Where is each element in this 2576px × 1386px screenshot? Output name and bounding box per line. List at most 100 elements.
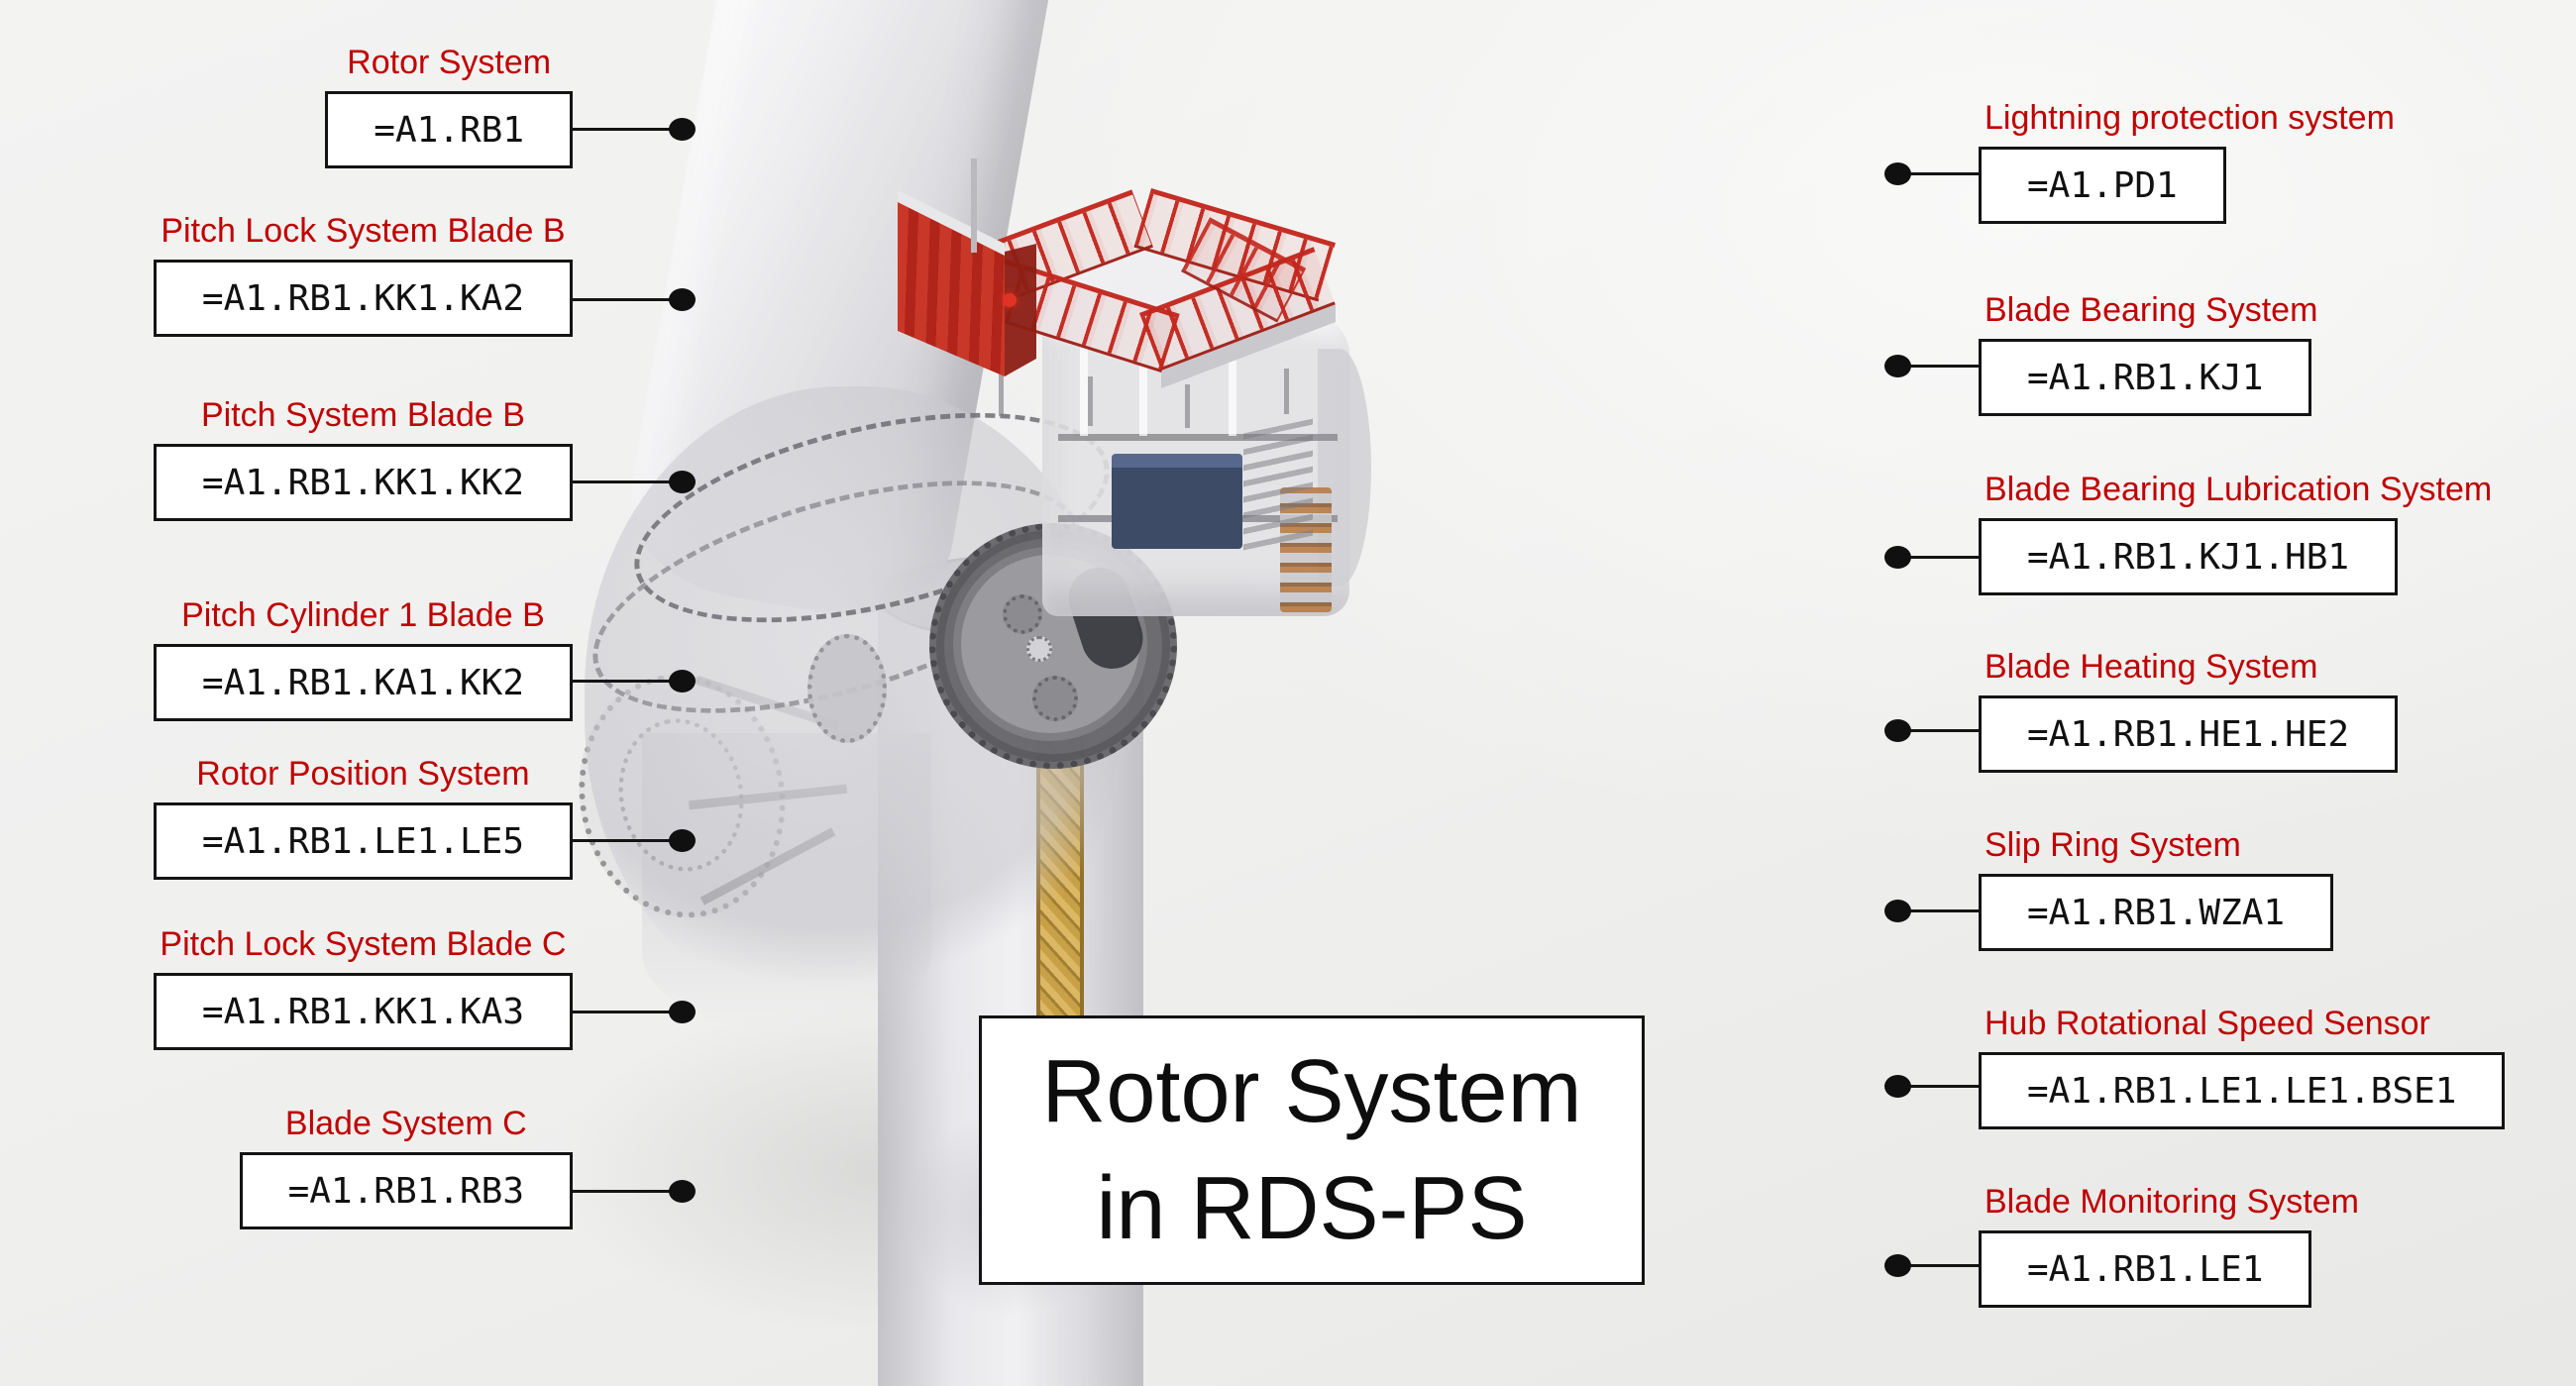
title-line-2: in RDS-PS: [1096, 1159, 1528, 1258]
rds-code-box: =A1.RB1.KJ1: [1979, 339, 2312, 416]
rds-code: =A1.RB1.KK1.KA2: [201, 277, 524, 319]
system-name: Blade Monitoring System: [1985, 1183, 2359, 1221]
diagram-title: Rotor System in RDS-PS: [979, 1015, 1645, 1285]
label-rotor-position-system: Rotor Position System =A1.RB1.LE1.LE5: [153, 755, 573, 880]
equipment-cabinet: [1112, 454, 1242, 549]
system-name: Rotor Position System: [196, 755, 530, 793]
connector-line: [573, 471, 696, 493]
label-blade-bearing-system: Blade Bearing System =A1.RB1.KJ1: [1979, 291, 2317, 416]
system-name: Blade System C: [284, 1105, 527, 1142]
label-lightning-protection: Lightning protection system =A1.PD1: [1979, 99, 2395, 224]
connector-line: [573, 118, 696, 141]
system-name: Pitch Cylinder 1 Blade B: [181, 596, 545, 634]
connector-line: [1884, 1254, 1979, 1277]
label-slip-ring-system: Slip Ring System =A1.RB1.WZA1: [1979, 826, 2334, 951]
connector-line: [1884, 719, 1979, 742]
connector-line: [1884, 162, 1979, 185]
rds-code: =A1.RB1.LE1.LE5: [201, 820, 524, 862]
connector-dot: [1884, 355, 1911, 377]
rds-code-box: =A1.RB1.WZA1: [1979, 874, 2334, 951]
system-name: Pitch System Blade B: [200, 396, 525, 434]
label-hub-rotational-speed-sensor: Hub Rotational Speed Sensor =A1.RB1.LE1.…: [1979, 1005, 2506, 1129]
connector-dot: [669, 829, 696, 852]
connector-dot: [669, 670, 696, 693]
connector-line: [573, 1001, 696, 1023]
rds-code-box: =A1.PD1: [1979, 147, 2226, 224]
center-gear: [1026, 636, 1052, 662]
rds-code: =A1.RB1.LE1: [2027, 1248, 2264, 1290]
connector-line: [1884, 1075, 1979, 1098]
rds-code-box: =A1.RB1: [325, 91, 573, 168]
rds-code-box: =A1.RB1.KA1.KK2: [153, 644, 573, 721]
platform-leg: [999, 365, 1004, 416]
system-name: Blade Bearing Lubrication System: [1985, 471, 2493, 508]
label-rotor-system: Rotor System =A1.RB1: [325, 44, 573, 168]
rds-code-box: =A1.RB1.RB3: [239, 1152, 573, 1229]
connector-dot: [669, 1180, 696, 1203]
rds-code: =A1.RB1.KJ1: [2027, 357, 2264, 398]
connector-dot: [669, 288, 696, 311]
label-blade-monitoring-system: Blade Monitoring System =A1.RB1.LE1: [1979, 1183, 2359, 1308]
warning-beacon: [1003, 293, 1017, 307]
label-blade-heating-system: Blade Heating System =A1.RB1.HE1.HE2: [1979, 648, 2399, 773]
connector-dot: [1884, 719, 1911, 742]
connector-dot: [1884, 1075, 1911, 1098]
rds-code: =A1.RB1.KA1.KK2: [201, 662, 524, 703]
platform-leg: [1185, 384, 1190, 428]
connector-dot: [1884, 162, 1911, 185]
nacelle-frame: [1229, 333, 1236, 436]
system-name: Lightning protection system: [1985, 99, 2395, 137]
rds-code: =A1.RB1.KJ1.HB1: [2027, 536, 2350, 578]
nacelle-deck: [1058, 434, 1338, 441]
connector-line: [1884, 546, 1979, 569]
system-name: Blade Bearing System: [1985, 291, 2318, 329]
sensor-mast: [971, 159, 977, 253]
hub-small-flange: [807, 634, 887, 743]
connector-line: [573, 1180, 696, 1203]
rds-code: =A1.RB1.KK1.KK2: [201, 462, 524, 503]
connector-dot: [1884, 1254, 1911, 1277]
connector-dot: [1884, 546, 1911, 569]
pitch-gear: [1003, 594, 1042, 634]
platform-leg: [1284, 369, 1289, 414]
connector-dot: [669, 118, 696, 141]
system-name: Rotor System: [347, 44, 552, 81]
rds-code-box: =A1.RB1.KJ1.HB1: [1979, 518, 2399, 595]
system-name: Slip Ring System: [1985, 826, 2241, 864]
nacelle-frame: [1080, 337, 1088, 436]
rds-code-box: =A1.RB1.KK1.KK2: [153, 444, 573, 521]
system-name: Pitch Lock System Blade B: [161, 212, 566, 250]
system-name: Hub Rotational Speed Sensor: [1985, 1005, 2430, 1042]
label-pitch-lock-blade-c: Pitch Lock System Blade C =A1.RB1.KK1.KA…: [153, 925, 573, 1050]
system-name: Pitch Lock System Blade C: [160, 925, 567, 963]
label-blade-system-c: Blade System C =A1.RB1.RB3: [239, 1105, 573, 1229]
label-blade-bearing-lubrication: Blade Bearing Lubrication System =A1.RB1…: [1979, 471, 2492, 595]
connector-line: [573, 288, 696, 311]
rds-code: =A1.RB1: [374, 109, 524, 151]
label-pitch-system-blade-b: Pitch System Blade B =A1.RB1.KK1.KK2: [153, 396, 573, 521]
rds-code: =A1.PD1: [2027, 164, 2178, 206]
rds-code-box: =A1.RB1.LE1.LE1.BSE1: [1979, 1052, 2506, 1129]
nacelle-stairs: [1243, 418, 1313, 553]
rds-code-box: =A1.RB1.LE1.LE5: [153, 802, 573, 880]
connector-line: [573, 829, 696, 852]
system-name: Blade Heating System: [1985, 648, 2318, 686]
rds-code-box: =A1.RB1.HE1.HE2: [1979, 695, 2399, 773]
rds-code: =A1.RB1.RB3: [287, 1170, 524, 1212]
label-pitch-lock-blade-b: Pitch Lock System Blade B =A1.RB1.KK1.KA…: [153, 212, 573, 337]
connector-line: [1884, 355, 1979, 377]
rds-code: =A1.RB1.HE1.HE2: [2027, 713, 2350, 755]
rds-code: =A1.RB1.WZA1: [2027, 892, 2286, 933]
rds-code: =A1.RB1.LE1.LE1.BSE1: [2027, 1070, 2457, 1112]
nacelle-frame: [1139, 329, 1147, 436]
platform-leg: [1088, 376, 1093, 426]
connector-dot: [669, 471, 696, 493]
pitch-gear: [1032, 676, 1078, 721]
connector-dot: [1884, 900, 1911, 922]
rds-code-box: =A1.RB1.LE1: [1979, 1230, 2312, 1308]
label-pitch-cylinder-1-blade-b: Pitch Cylinder 1 Blade B =A1.RB1.KA1.KK2: [153, 596, 573, 721]
rds-code-box: =A1.RB1.KK1.KA3: [153, 973, 573, 1050]
connector-line: [573, 670, 696, 693]
